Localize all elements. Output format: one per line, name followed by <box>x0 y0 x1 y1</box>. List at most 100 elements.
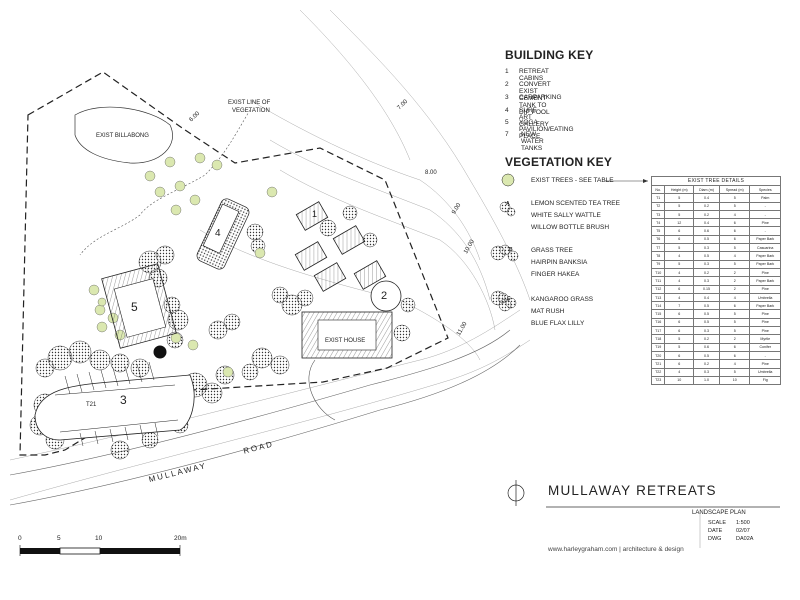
table-cell: 10 <box>718 375 751 386</box>
table-cell: - <box>749 350 781 361</box>
scale-meta-value: 1:500 <box>736 520 750 526</box>
exist-tree-details-table: EXIST TREE DETAILS No. Height (m) Diam (… <box>650 176 781 386</box>
carpark <box>34 361 195 447</box>
table-cell: 0.2 <box>693 334 720 344</box>
table-cell: 6 <box>718 234 751 245</box>
building-gallery <box>196 198 250 270</box>
table-cell: 12 <box>664 218 695 228</box>
table-cell: T4 <box>650 218 666 228</box>
water-tank <box>153 345 167 359</box>
billabong <box>74 106 173 164</box>
table-cell: T22 <box>650 367 666 377</box>
table-cell: T21 <box>650 359 666 369</box>
table-cell: 4 <box>664 292 695 303</box>
table-cell: 2 <box>718 284 751 294</box>
table-cell: 6 <box>718 301 751 311</box>
table-cell: 2 <box>718 276 751 286</box>
table-cell: 5 <box>718 326 751 336</box>
table-cell: 10 <box>664 375 695 386</box>
table-cell: 6 <box>664 226 695 236</box>
tree-table-header: Height (m) <box>664 184 695 195</box>
table-cell: 0.4 <box>693 218 720 228</box>
table-cell: T17 <box>650 326 666 336</box>
veg-key-symbols <box>497 173 519 309</box>
scale-bar-label-5: 5 <box>57 535 61 542</box>
table-cell: T1 <box>650 193 666 203</box>
road-edges <box>9 329 521 506</box>
table-cell: 0.4 <box>693 193 720 203</box>
table-cell: 0.4 <box>693 292 720 303</box>
table-cell: 7 <box>664 301 695 311</box>
veg-group-a-item: LEMON SCENTED TEA TREE <box>531 200 620 207</box>
table-cell: 6 <box>664 284 695 294</box>
label-exist-veg-line-1: EXIST LINE OF <box>228 100 271 106</box>
scale-meta-label: SCALE <box>708 520 727 526</box>
table-cell: 5 <box>718 367 751 377</box>
table-cell: 0.2 <box>693 201 720 211</box>
table-cell: Pine <box>749 309 781 319</box>
table-cell: 4 <box>718 359 751 369</box>
table-cell: 0.2 <box>693 267 720 278</box>
table-cell: 5 <box>664 193 695 203</box>
table-cell: T8 <box>650 251 666 261</box>
label-building-4: 4 <box>215 228 221 239</box>
tree-table-header: Spread (m) <box>718 184 751 195</box>
label-exist-billabong: EXIST BILLABONG <box>96 133 149 139</box>
veg-group-a-item: WILLOW BOTTLE BRUSH <box>531 224 610 231</box>
label-building-3: 3 <box>120 393 127 407</box>
table-cell: Paper Bark <box>749 276 781 286</box>
veg-group-c-item: BLUE FLAX LILLY <box>531 320 585 327</box>
label-building-2: 2 <box>381 290 388 302</box>
table-cell: T11 <box>650 276 666 286</box>
tree-table-header: Diam (m) <box>693 184 720 195</box>
table-cell: Pine <box>749 267 781 278</box>
dwg-meta-value: DA02A <box>736 536 754 542</box>
table-cell: 0.6 <box>693 342 720 352</box>
table-cell: T19 <box>650 342 666 352</box>
veg-group-b-item: HAIRPIN BANKSIA <box>531 259 588 266</box>
scale-bar-label-20: 20m <box>174 535 187 542</box>
table-cell: - <box>749 201 781 211</box>
table-cell: 1.0 <box>693 375 720 386</box>
date-meta-label: DATE <box>708 528 723 534</box>
table-cell: 5 <box>718 201 751 211</box>
north-arrow <box>507 480 525 506</box>
table-cell: Casuarina <box>749 243 781 253</box>
table-cell: 5 <box>664 342 695 352</box>
veg-group-a-item: WHITE SALLY WATTLE <box>531 212 601 219</box>
tree-table-header: Species <box>749 184 781 195</box>
table-cell: Pine <box>749 317 781 328</box>
table-cell: T15 <box>650 309 666 319</box>
table-cell: 0.5 <box>693 251 720 261</box>
label-building-1: 1 <box>312 209 318 219</box>
label-exist-house: EXIST HOUSE <box>325 338 366 344</box>
table-cell: 0.3 <box>693 276 720 286</box>
table-cell: 6 <box>664 350 695 361</box>
veg-group-b-item: GRASS TREE <box>531 247 573 254</box>
table-cell: 6 <box>718 226 751 236</box>
table-cell: T14 <box>650 301 666 311</box>
table-cell: 5 <box>718 243 751 253</box>
table-cell: T9 <box>650 259 666 269</box>
table-cell: Pine <box>749 326 781 336</box>
table-cell: - <box>749 226 781 236</box>
exist-trees-leader-arrow <box>643 179 648 183</box>
table-cell: - <box>749 209 781 220</box>
table-cell: 4 <box>718 292 751 303</box>
table-cell: 2 <box>718 334 751 344</box>
table-cell: 5 <box>718 259 751 269</box>
table-cell: Palm <box>749 193 781 203</box>
table-cell: 5 <box>664 201 695 211</box>
